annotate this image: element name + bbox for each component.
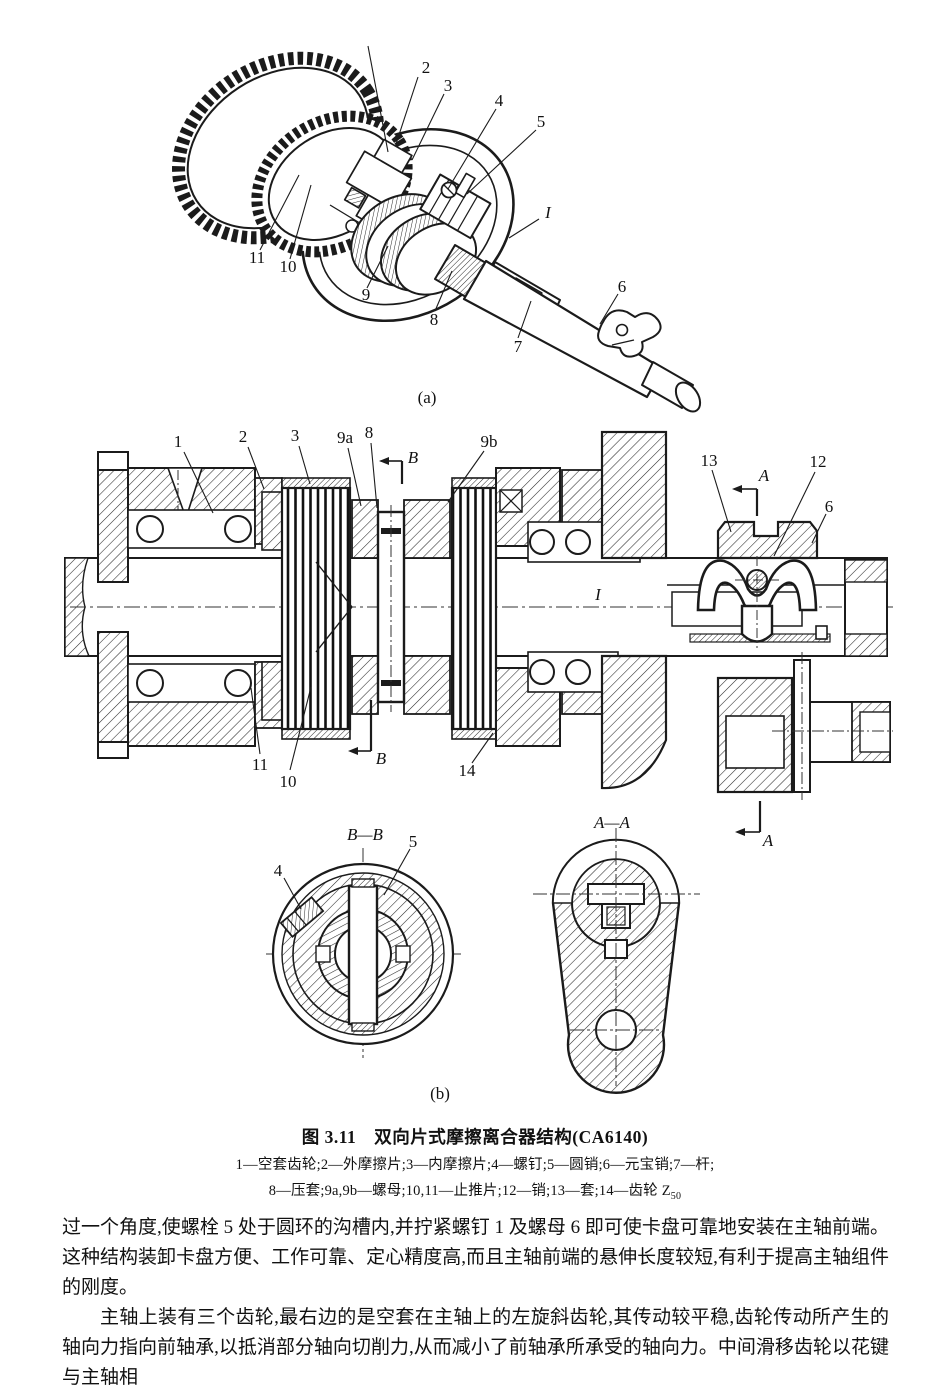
callout-b-10: 10 [280,772,297,791]
section-aa-view: A—A [533,813,700,1094]
section-arrow-b-top-label: B [408,448,419,467]
view-b-section: 1 2 3 9a 8 B 9b 13 A 12 6 I 11 10 B 14 A [64,423,893,850]
yoke-assembly [696,520,819,648]
view-a-isometric-cutaway: 2 3 4 5 I 6 7 8 9 10 11 (a) [172,45,702,413]
friction-pack-left [261,477,352,740]
callout-bb-5: 5 [409,832,418,851]
callout-b-I: I [594,585,602,604]
figure-3-11-drawing: 2 3 4 5 I 6 7 8 9 10 11 (a) [64,45,893,1103]
friction-pack-right [450,477,498,740]
view-b-caption: (b) [430,1084,450,1103]
section-arrow-b-bottom-label: B [376,749,387,768]
section-arrows [348,457,762,836]
callout-a-I: I [544,203,552,222]
callout-a-2: 2 [422,58,431,77]
gear-z50-hub [495,467,641,747]
callout-b-13: 13 [701,451,718,470]
callout-b-14: 14 [459,761,477,780]
body-paragraph-2: 主轴上装有三个齿轮,最右边的是空套在主轴上的左旋斜齿轮,其传动较平稳,齿轮传动所… [62,1307,889,1388]
callout-b-3: 3 [291,426,300,445]
legend-line2-main: 8—压套;9a,9b—螺母;10,11—止推片;12—销;13—套;14—齿轮 … [268,1183,671,1199]
callout-b-1: 1 [174,432,183,451]
figure-legend-line1: 1—空套齿轮;2—外摩擦片;3—内摩擦片;4—螺钉;5—圆销;6—元宝销;7—杆… [235,1157,715,1173]
section-arrow-a-bottom-label: A [762,831,774,850]
section-arrow-a-top-label: A [758,466,770,485]
callout-b-8: 8 [365,423,374,442]
callout-a-11: 11 [249,248,265,267]
lower-gear-and-shaft [716,652,893,800]
body-text: 过一个角度,使螺栓 5 处于圆环的沟槽内,并拧紧螺钉 1 及螺母 6 即可使卡盘… [62,1213,889,1393]
callout-a-4: 4 [495,91,504,110]
callout-b-12: 12 [810,452,827,471]
callout-bb-4: 4 [274,861,283,880]
callout-b-9b: 9b [481,432,498,451]
view-a-caption: (a) [418,388,437,407]
callout-a-5: 5 [537,112,546,131]
screw-4-section [279,895,325,939]
callout-b-6: 6 [825,497,834,516]
callout-a-7: 7 [514,337,523,356]
figure-legend-line2: 8—压套;9a,9b—螺母;10,11—止推片;12—销;13—套;14—齿轮 … [0,1179,950,1202]
callout-a-10: 10 [280,257,297,276]
body-paragraph-1: 过一个角度,使螺栓 5 处于圆环的沟槽内,并拧紧螺钉 1 及螺母 6 即可使卡盘… [62,1217,889,1298]
pressure-sleeve [315,499,451,715]
housing-wall [600,430,668,790]
callout-b-11: 11 [252,755,268,774]
callout-a-3: 3 [444,76,453,95]
section-bb-title: B—B [347,825,384,844]
callout-a-9: 9 [362,285,371,304]
section-bb-view: 4 5 B—B (b) [266,825,461,1103]
callout-b-2: 2 [239,427,248,446]
figure-caption: 图 3.11 双向片式摩擦离合器结构(CA6140) [301,1127,649,1147]
callout-b-9a: 9a [337,428,354,447]
callout-a-8: 8 [430,310,439,329]
callout-a-6: 6 [618,277,627,296]
section-aa-title: A—A [593,813,631,832]
legend-line2-subscript: 50 [670,1190,682,1202]
